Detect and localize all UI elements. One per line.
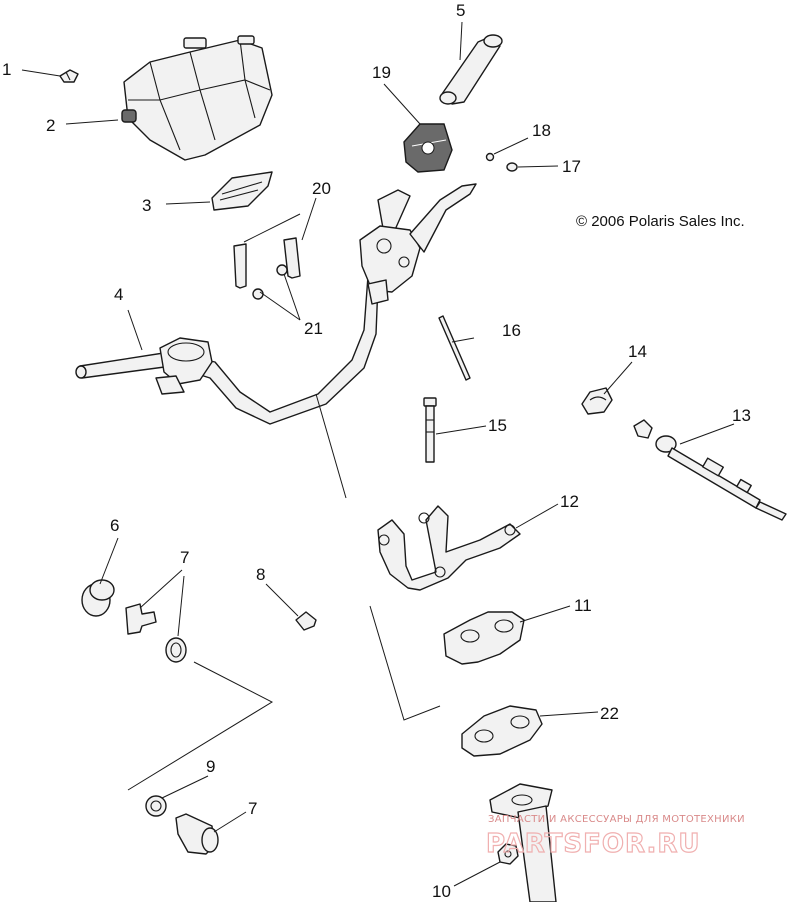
part-5-grip bbox=[439, 34, 503, 105]
callout-leaders bbox=[21, 21, 735, 887]
callout-10: 10 bbox=[432, 882, 451, 901]
callout-3: 3 bbox=[142, 196, 151, 215]
part-4-left-grip-housing bbox=[155, 337, 213, 395]
part-2-handlebar-cover bbox=[121, 35, 273, 161]
part-9-washer bbox=[145, 795, 167, 817]
callout-17: 17 bbox=[562, 157, 581, 176]
part-17-screw bbox=[506, 162, 518, 172]
callout-6: 6 bbox=[110, 516, 119, 535]
callout-12: 12 bbox=[560, 492, 579, 511]
callout-2: 2 bbox=[46, 116, 55, 135]
watermark: ЗАПЧАСТИ И АКСЕССУАРЫ ДЛЯ МОТОТЕХНИКИ PA… bbox=[485, 814, 745, 860]
callout-1: 1 bbox=[2, 60, 11, 79]
part-22-lower-clamp bbox=[461, 705, 543, 757]
callout-5: 5 bbox=[456, 1, 465, 20]
part-6-end-cap bbox=[81, 579, 115, 617]
part-10-nut bbox=[497, 843, 519, 865]
part-7-clip-upper bbox=[125, 603, 157, 635]
callout-18: 18 bbox=[532, 121, 551, 140]
part-19-switch-housing bbox=[403, 123, 453, 173]
assembly-guide-lines bbox=[127, 213, 441, 791]
callout-7-upper: 7 bbox=[180, 548, 189, 567]
part-1-screw bbox=[59, 69, 79, 83]
part-15-bolt bbox=[423, 397, 437, 463]
callout-22: 22 bbox=[600, 704, 619, 723]
copyright-notice: © 2006 Polaris Sales Inc. bbox=[576, 213, 745, 230]
watermark-brand: PARTSFOR.RU bbox=[486, 829, 700, 859]
part-14-clamp bbox=[581, 387, 613, 415]
part-8-pin bbox=[295, 611, 317, 631]
callout-19: 19 bbox=[372, 63, 391, 82]
part-7-grip-end bbox=[175, 813, 219, 855]
part-13-cable-shaft bbox=[633, 419, 787, 521]
callout-7-lower: 7 bbox=[248, 799, 257, 818]
handlebar-tube bbox=[75, 255, 391, 425]
callout-11: 11 bbox=[574, 596, 592, 615]
part-18-nut bbox=[485, 152, 495, 162]
part-11-upper-clamp bbox=[443, 611, 525, 665]
callout-14: 14 bbox=[628, 342, 647, 361]
brake-lever-assembly bbox=[359, 183, 477, 305]
part-12-bracket bbox=[377, 505, 521, 591]
callout-13: 13 bbox=[732, 406, 751, 425]
part-21-screws bbox=[252, 264, 288, 300]
watermark-tagline: ЗАПЧАСТИ И АКСЕССУАРЫ ДЛЯ МОТОТЕХНИКИ bbox=[488, 814, 745, 825]
callout-21: 21 bbox=[304, 319, 323, 338]
callout-20: 20 bbox=[312, 179, 331, 198]
callout-8: 8 bbox=[256, 565, 265, 584]
callout-numbers: 1 2 3 4 5 6 7 7 8 9 10 11 12 13 14 15 16… bbox=[2, 1, 751, 901]
callout-4: 4 bbox=[114, 285, 123, 304]
part-3-switch-plate bbox=[211, 171, 273, 211]
part-7-ring bbox=[165, 637, 187, 663]
callout-16: 16 bbox=[502, 321, 521, 340]
part-20-bracket-clips bbox=[233, 237, 301, 289]
callout-9: 9 bbox=[206, 757, 215, 776]
part-16-rod bbox=[438, 315, 471, 381]
callout-15: 15 bbox=[488, 416, 507, 435]
steering-post bbox=[489, 783, 557, 902]
